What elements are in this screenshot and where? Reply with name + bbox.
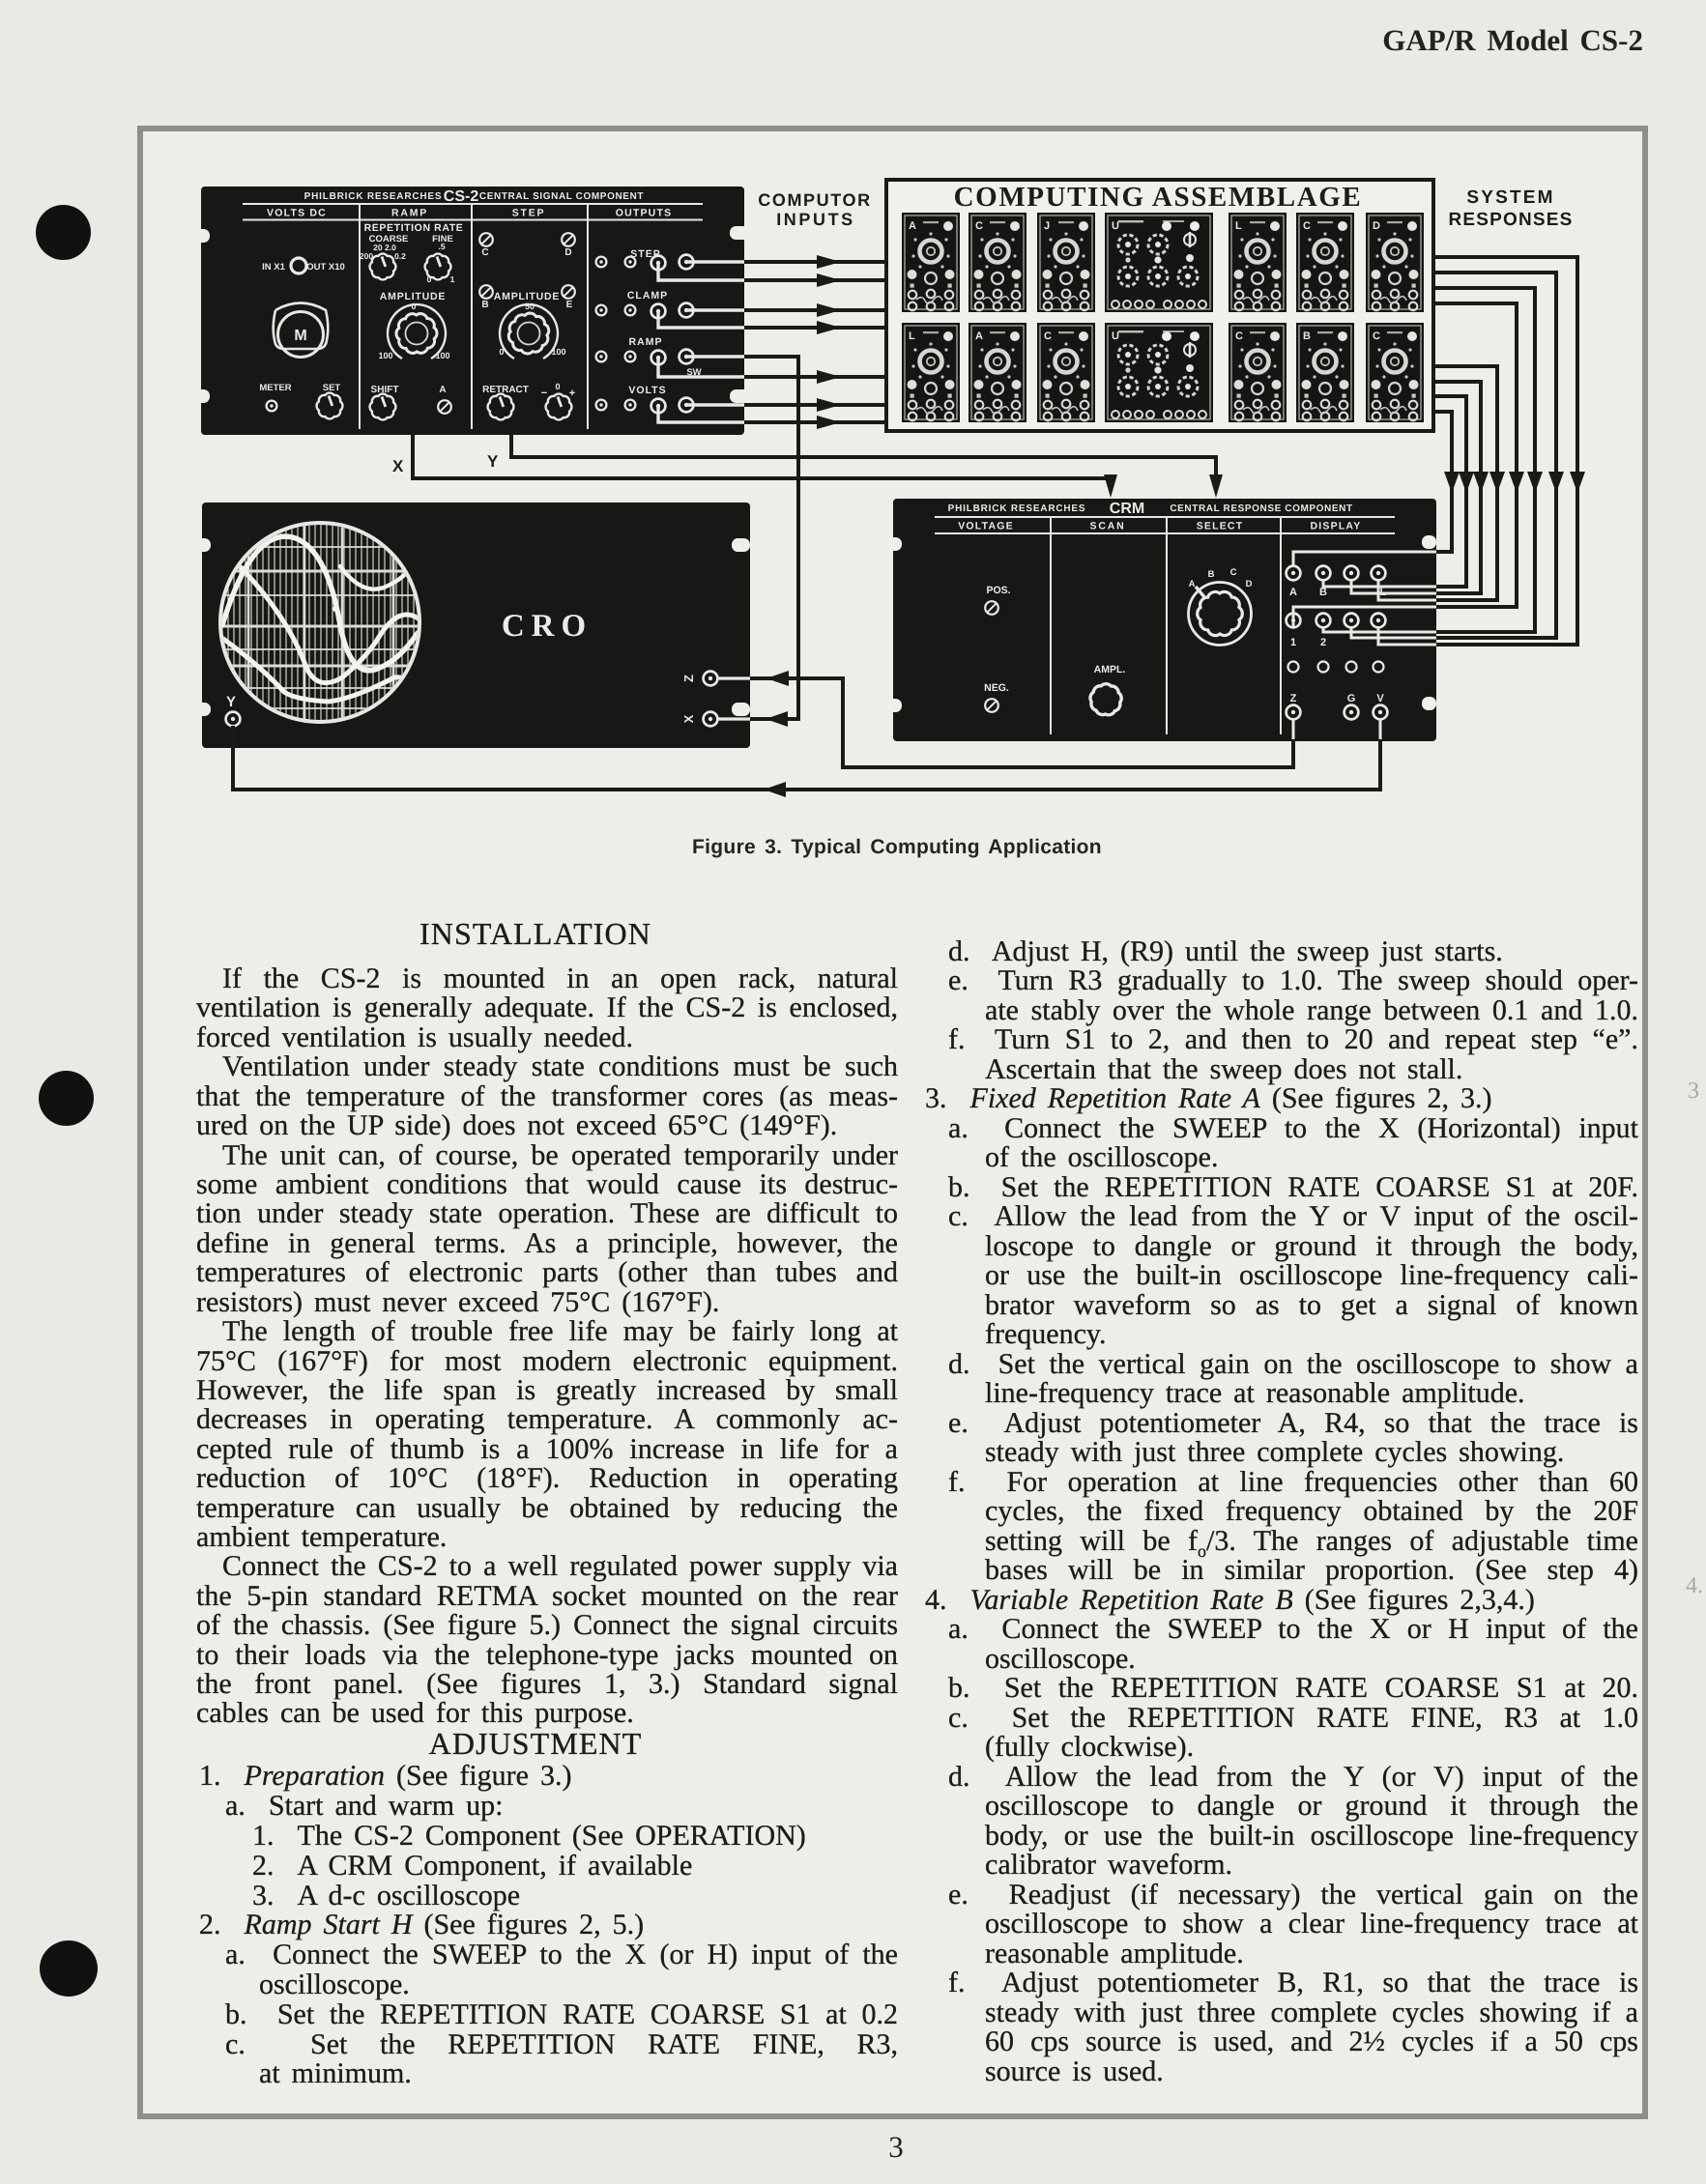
svg-text:B: B bbox=[481, 300, 488, 310]
svg-text:VOLTAGE: VOLTAGE bbox=[958, 521, 1014, 532]
svg-text:0: 0 bbox=[411, 302, 416, 311]
svg-text:1: 1 bbox=[450, 274, 455, 284]
svg-text:CRO: CRO bbox=[502, 609, 593, 644]
svg-text:RETRACT: RETRACT bbox=[482, 385, 529, 395]
svg-text:COARSE: COARSE bbox=[369, 234, 409, 244]
svg-text:CENTRAL SIGNAL COMPONENT: CENTRAL SIGNAL COMPONENT bbox=[479, 191, 644, 202]
svg-text:C: C bbox=[1235, 330, 1243, 342]
svg-text:−: − bbox=[541, 388, 547, 399]
svg-text:NEG.: NEG. bbox=[984, 682, 1009, 694]
svg-text:VOLTS DC: VOLTS DC bbox=[267, 208, 327, 219]
svg-text:L: L bbox=[1380, 587, 1387, 598]
svg-text:M: M bbox=[294, 328, 306, 344]
svg-text:Y: Y bbox=[226, 694, 236, 710]
svg-text:AMPLITUDE: AMPLITUDE bbox=[494, 291, 560, 302]
svg-text:IN X1: IN X1 bbox=[262, 262, 285, 273]
svg-text:E: E bbox=[566, 300, 573, 310]
svg-text:D: D bbox=[1373, 220, 1380, 232]
svg-text:CLAMP: CLAMP bbox=[627, 290, 668, 302]
svg-text:D: D bbox=[1246, 579, 1253, 589]
svg-text:G: G bbox=[1347, 693, 1356, 704]
svg-text:X: X bbox=[681, 714, 696, 723]
svg-text:STEP: STEP bbox=[512, 208, 546, 219]
svg-text:0: 0 bbox=[427, 274, 432, 284]
svg-text:PHILBRICK RESEARCHES: PHILBRICK RESEARCHES bbox=[948, 503, 1086, 514]
svg-text:A: A bbox=[909, 220, 916, 232]
svg-text:Y: Y bbox=[487, 452, 499, 471]
svg-text:C: C bbox=[1303, 220, 1311, 232]
svg-text:D: D bbox=[564, 247, 571, 258]
svg-text:Z: Z bbox=[681, 675, 696, 682]
svg-text:METER: METER bbox=[259, 383, 291, 393]
svg-text:200: 200 bbox=[360, 251, 373, 261]
svg-text:J: J bbox=[1044, 220, 1050, 232]
svg-text:0: 0 bbox=[499, 347, 504, 357]
svg-text:OUTPUTS: OUTPUTS bbox=[616, 208, 673, 219]
svg-text:VOLTS: VOLTS bbox=[628, 385, 666, 396]
svg-text:AMPL.: AMPL. bbox=[1094, 664, 1126, 675]
svg-text:A: A bbox=[439, 385, 446, 395]
svg-text:20 2.0: 20 2.0 bbox=[373, 243, 396, 252]
svg-text:100: 100 bbox=[551, 347, 565, 357]
svg-text:A: A bbox=[1289, 587, 1297, 598]
svg-text:CRM: CRM bbox=[1110, 501, 1144, 517]
svg-text:SW: SW bbox=[686, 367, 701, 378]
svg-text:C: C bbox=[1230, 567, 1237, 578]
svg-text:U: U bbox=[1112, 220, 1119, 232]
svg-text:FINE: FINE bbox=[432, 234, 453, 244]
svg-text:X: X bbox=[392, 457, 404, 475]
svg-text:RAMP: RAMP bbox=[391, 208, 428, 219]
svg-text:50: 50 bbox=[525, 302, 535, 311]
svg-text:SELECT: SELECT bbox=[1197, 521, 1244, 532]
svg-text:POS.: POS. bbox=[986, 585, 1010, 596]
svg-text:AMPLITUDE: AMPLITUDE bbox=[380, 291, 446, 302]
svg-text:100: 100 bbox=[378, 351, 392, 360]
svg-text:SYSTEM: SYSTEM bbox=[1466, 187, 1554, 208]
svg-text:B: B bbox=[1319, 587, 1327, 598]
svg-text:B: B bbox=[1303, 330, 1311, 342]
svg-text:1: 1 bbox=[1290, 637, 1296, 648]
svg-text:COMPUTING ASSEMBLAGE: COMPUTING ASSEMBLAGE bbox=[954, 182, 1363, 213]
svg-text:0.2: 0.2 bbox=[394, 251, 406, 261]
svg-text:RESPONSES: RESPONSES bbox=[1448, 210, 1573, 230]
svg-text:U: U bbox=[1112, 330, 1119, 342]
svg-text:V: V bbox=[1376, 693, 1384, 704]
svg-text:C: C bbox=[975, 220, 983, 232]
svg-text:COMPUTOR: COMPUTOR bbox=[758, 190, 871, 210]
svg-text:SHIFT: SHIFT bbox=[371, 385, 399, 395]
svg-text:2: 2 bbox=[1320, 637, 1326, 648]
svg-text:A: A bbox=[1189, 579, 1196, 589]
svg-text:CS-2: CS-2 bbox=[444, 188, 479, 205]
svg-text:DISPLAY: DISPLAY bbox=[1311, 521, 1362, 532]
svg-text:C: C bbox=[1373, 330, 1380, 342]
svg-text:.5: .5 bbox=[438, 242, 445, 251]
svg-text:RAMP: RAMP bbox=[629, 336, 663, 348]
svg-text:CENTRAL RESPONSE COMPONENT: CENTRAL RESPONSE COMPONENT bbox=[1170, 503, 1352, 514]
svg-text:SCAN: SCAN bbox=[1090, 521, 1126, 532]
svg-text:SET: SET bbox=[323, 383, 341, 393]
svg-text:L: L bbox=[1235, 220, 1242, 232]
svg-text:OUT X10: OUT X10 bbox=[306, 262, 345, 273]
svg-text:INPUTS: INPUTS bbox=[776, 210, 855, 229]
svg-text:L: L bbox=[909, 330, 915, 342]
svg-text:B: B bbox=[1208, 569, 1215, 580]
svg-text:Z: Z bbox=[1290, 693, 1297, 704]
svg-text:+: + bbox=[569, 388, 575, 399]
svg-text:REPETITION RATE: REPETITION RATE bbox=[364, 222, 464, 234]
svg-text:C: C bbox=[481, 247, 488, 258]
svg-text:A: A bbox=[975, 330, 983, 342]
svg-text:PHILBRICK RESEARCHES: PHILBRICK RESEARCHES bbox=[304, 191, 443, 202]
svg-text:0: 0 bbox=[555, 382, 560, 391]
svg-text:C: C bbox=[1044, 330, 1052, 342]
svg-text:100: 100 bbox=[435, 351, 449, 360]
